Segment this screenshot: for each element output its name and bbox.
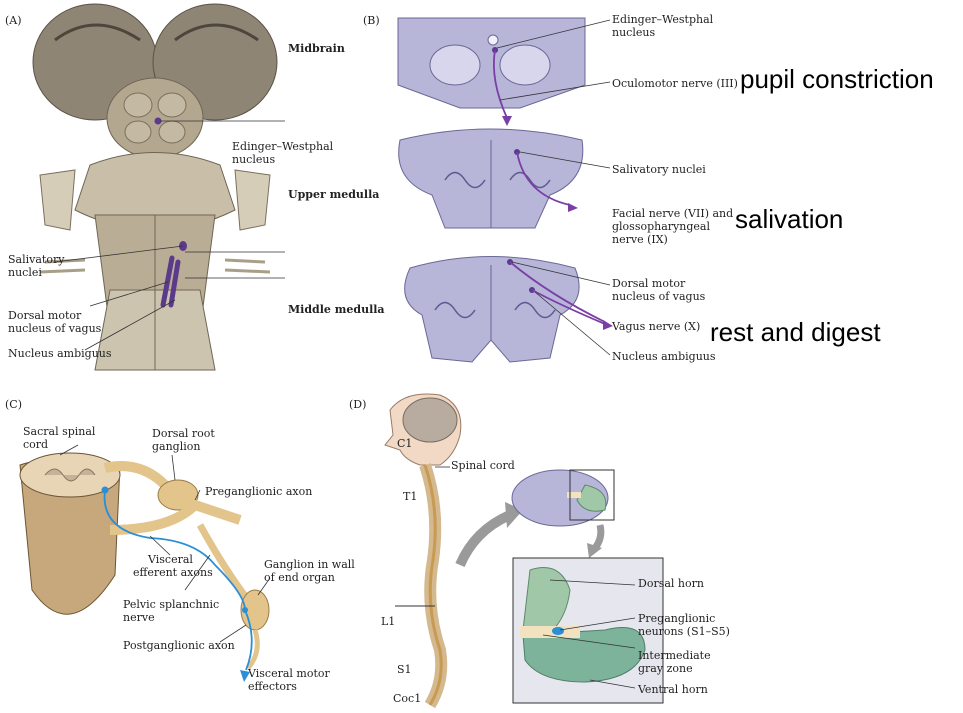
label-postganglionic-axon: Postganglionic axon xyxy=(123,639,235,652)
label-ganglion-wall-1: Ganglion in wall xyxy=(264,558,355,571)
label-visceral-efferent-1: Visceral xyxy=(148,553,193,566)
label-facial-nerve-2: glossopharyngeal xyxy=(612,220,710,233)
spinal-column-illustration xyxy=(384,393,664,709)
panel-c: (C) Sacral spinal cord Dorsal root gangl… xyxy=(0,390,355,713)
label-facial-nerve-3: nerve (IX) xyxy=(612,233,668,246)
label-intermediate-2: gray zone xyxy=(638,662,693,675)
level-middle-medulla: Middle medulla xyxy=(288,303,385,316)
label-intermediate-1: Intermediate xyxy=(638,649,711,662)
level-midbrain: Midbrain xyxy=(288,42,345,55)
label-preganglionic-axon: Preganglionic axon xyxy=(205,485,313,498)
label-preganglionic-neurons-1: Preganglionic xyxy=(638,612,716,625)
label-edinger-westphal-b-2: nucleus xyxy=(612,26,656,39)
brainstem-sections xyxy=(397,17,613,363)
level-c1: C1 xyxy=(397,437,413,450)
label-preganglionic-neurons-2: neurons (S1–S5) xyxy=(638,625,730,638)
label-sacral-cord-1: Sacral spinal xyxy=(23,425,96,438)
label-salivatory-b: Salivatory nuclei xyxy=(612,163,706,176)
panel-c-letter: (C) xyxy=(5,398,22,411)
panel-b-letter: (B) xyxy=(363,14,380,27)
sacral-cord-illustration xyxy=(19,444,271,682)
brainstem-illustration xyxy=(32,3,285,371)
label-edinger-westphal-a-2: nucleus xyxy=(232,153,276,166)
label-nucleus-ambiguus-b: Nucleus ambiguus xyxy=(612,350,716,363)
level-coc1: Coc1 xyxy=(393,692,422,705)
panel-a-letter: (A) xyxy=(5,14,22,27)
label-pelvic-nerve-2: nerve xyxy=(123,611,155,624)
label-salivatory-a-2: nuclei xyxy=(8,266,42,279)
label-dorsal-motor-a-1: Dorsal motor xyxy=(8,309,82,322)
label-oculomotor-nerve: Oculomotor nerve (III) xyxy=(612,77,738,90)
label-pelvic-nerve-1: Pelvic splanchnic xyxy=(123,598,220,611)
label-facial-nerve-1: Facial nerve (VII) and xyxy=(612,207,734,220)
label-effectors-1: Visceral motor xyxy=(248,667,330,680)
annotation-rest-and-digest: rest and digest xyxy=(710,317,881,347)
panel-a: (A) Midbrain Upper medull xyxy=(0,0,390,385)
label-spinal-cord: Spinal cord xyxy=(451,459,515,472)
label-dorsal-horn: Dorsal horn xyxy=(638,577,704,590)
level-t1: T1 xyxy=(403,490,418,503)
level-l1: L1 xyxy=(381,615,396,628)
label-edinger-westphal-b-1: Edinger–Westphal xyxy=(612,13,714,26)
annotation-pupil-constriction: pupil constriction xyxy=(740,64,934,94)
label-ganglion-wall-2: of end organ xyxy=(264,571,335,584)
label-salivatory-a-1: Salivatory xyxy=(8,253,65,266)
label-ventral-horn: Ventral horn xyxy=(638,683,708,696)
label-sacral-cord-2: cord xyxy=(23,438,49,451)
label-dorsal-motor-a-2: nucleus of vagus xyxy=(8,322,102,335)
level-s1: S1 xyxy=(397,663,412,676)
label-drg-2: ganglion xyxy=(152,440,201,453)
panel-d: (D) C1 T1 L1 S1 Coc1 Spinal cord xyxy=(345,390,963,713)
annotation-salivation: salivation xyxy=(735,204,844,234)
label-dorsal-motor-b-1: Dorsal motor xyxy=(612,277,686,290)
label-dorsal-motor-b-2: nucleus of vagus xyxy=(612,290,706,303)
label-effectors-2: effectors xyxy=(248,680,297,693)
label-drg-1: Dorsal root xyxy=(152,427,215,440)
panel-d-letter: (D) xyxy=(349,398,367,411)
label-edinger-westphal-a-1: Edinger–Westphal xyxy=(232,140,334,153)
label-nucleus-ambiguus-a: Nucleus ambiguus xyxy=(8,347,112,360)
level-upper-medulla: Upper medulla xyxy=(288,188,380,201)
panel-b: (B) Edinger–Westphal nucleus Oculomoto xyxy=(360,0,963,385)
label-visceral-efferent-2: efferent axons xyxy=(133,566,213,579)
label-vagus-nerve: Vagus nerve (X) xyxy=(612,320,701,333)
